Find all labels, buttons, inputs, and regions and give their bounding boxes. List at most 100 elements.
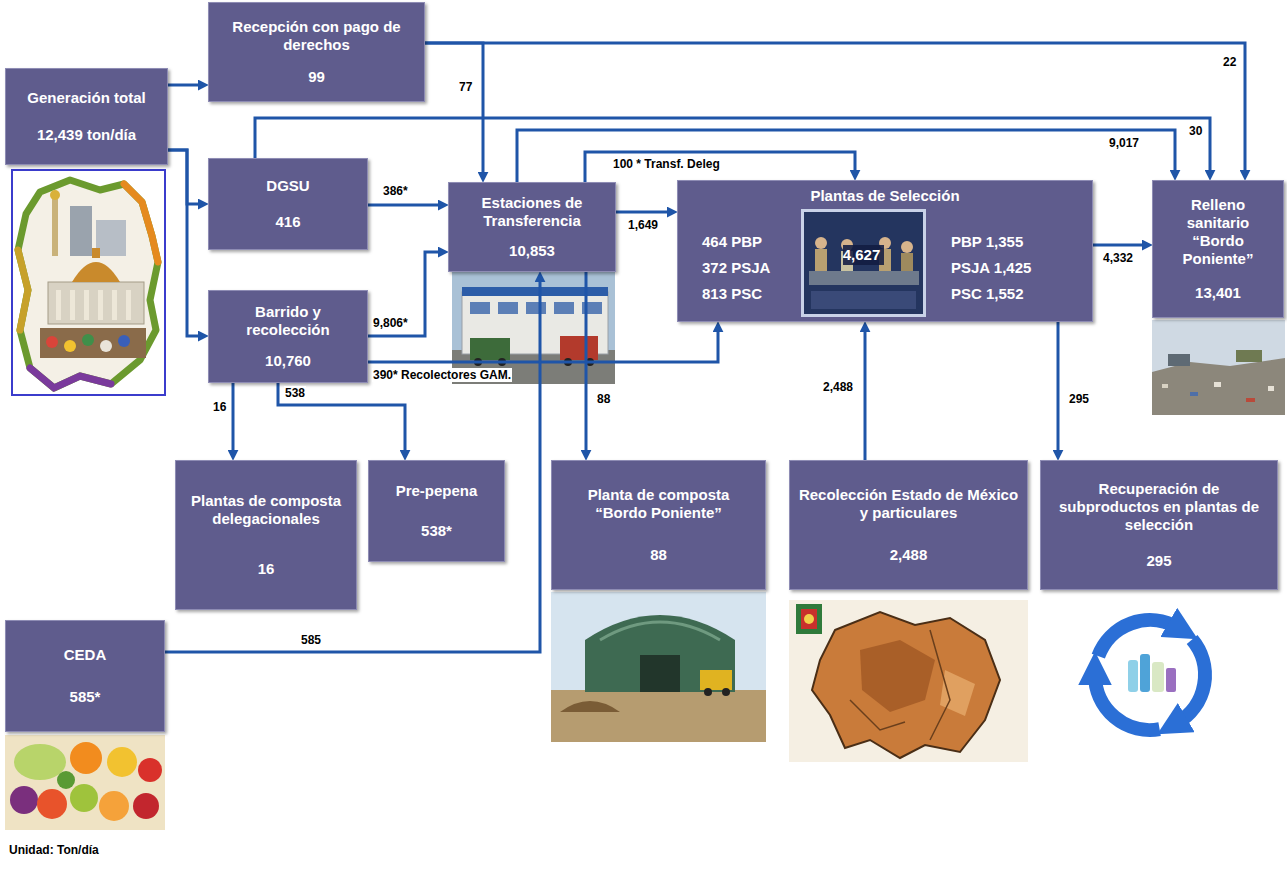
flow-label: 30: [1188, 124, 1203, 138]
flow-arrow: [232, 383, 235, 452]
city-map-illustration: [84, 290, 89, 320]
box-title: Recolección Estado de México y particula…: [798, 486, 1019, 522]
box-value: 12,439 ton/día: [37, 126, 136, 144]
box-value: 16: [258, 560, 275, 578]
box-value: 99: [308, 68, 325, 86]
flow-arrow: [255, 118, 1210, 172]
city-map-illustration: [100, 340, 112, 352]
flow-box: Planta de composta “Bordo Poniente” 88: [551, 460, 766, 590]
city-map-illustration: [92, 248, 100, 258]
landfill-photo: [1152, 320, 1285, 415]
produce-photo: [133, 793, 159, 819]
flow-box: DGSU416: [208, 158, 368, 250]
flow-label: 9,017: [1108, 136, 1140, 150]
landfill-photo: [1236, 350, 1262, 362]
flow-label: 295: [1068, 392, 1090, 406]
city-map-illustration: [112, 290, 117, 320]
compost-plant-photo: [640, 655, 680, 692]
transfer-station-photo: [554, 302, 574, 314]
box-title: Recuperación de subproductos en plantas …: [1049, 480, 1269, 534]
sorting-plant-photo: [815, 237, 827, 249]
flow-label: 9,806*: [372, 316, 409, 330]
recycling-symbol: [1140, 654, 1150, 692]
box-value: 464 PBP: [678, 233, 762, 251]
city-map-illustration: [82, 334, 94, 346]
city-map-illustration: [96, 220, 126, 256]
box-value: 4,627: [843, 245, 885, 265]
sorting-plant-photo: [803, 211, 925, 316]
flow-box: Recepción con pago de derechos 99: [208, 2, 425, 102]
sorting-plant-photo: [901, 241, 913, 253]
produce-photo: [37, 789, 67, 819]
compost-plant-photo: [551, 592, 766, 742]
transfer-station-photo: [470, 338, 510, 360]
city-map-illustration: [40, 328, 146, 358]
state-map-illustration: [930, 630, 950, 740]
state-map-illustration: [789, 600, 1028, 762]
produce-photo: [70, 742, 102, 774]
state-map-illustration: [812, 612, 1000, 758]
flow-arrow: [368, 204, 440, 207]
box-value: 88: [650, 546, 667, 564]
box-title: Relleno sanitario “Bordo Poniente”: [1161, 196, 1275, 268]
flow-box: CEDA585*: [5, 620, 165, 732]
sorting-plant-photo: [809, 271, 919, 285]
city-map-illustration: [50, 190, 60, 200]
city-map-illustration: [12, 170, 165, 395]
produce-photo: [5, 735, 165, 830]
flow-arrow: [864, 330, 867, 460]
compost-plant-photo: [560, 701, 620, 712]
box-value: PSC 1,552: [926, 285, 1024, 303]
state-map-illustration: [796, 604, 822, 634]
produce-photo: [99, 791, 129, 821]
box-title: Plantas de composta delegacionales: [184, 492, 348, 528]
box-value: 10,760: [265, 352, 311, 370]
city-map-illustration: [52, 198, 58, 256]
landfill-photo: [1168, 354, 1190, 366]
compost-plant-photo: [585, 615, 735, 692]
flow-label: 4,332: [1102, 251, 1134, 265]
city-map-illustration: [56, 290, 61, 320]
flow-box: Generación total 12,439 ton/día: [5, 68, 168, 165]
flow-box: Recolección Estado de México y particula…: [789, 460, 1028, 590]
box-value: PSJA 1,425: [926, 259, 1031, 277]
flow-label: 16: [212, 400, 227, 414]
box-title: Pre-pepena: [396, 482, 478, 500]
recycling-symbol: [1166, 668, 1176, 692]
state-map-illustration: [860, 640, 935, 712]
recycling-symbol: [1178, 640, 1205, 723]
box-value: 13,401: [1195, 284, 1241, 302]
compost-plant-photo: [722, 688, 730, 696]
flow-box: Estaciones de Transferencia10,853: [448, 182, 616, 272]
box-title: Recepción con pago de derechos: [217, 18, 416, 54]
box-title: Plantas de Selección: [810, 187, 959, 205]
box-value: 416: [275, 213, 300, 231]
flow-label: 77: [458, 80, 473, 94]
city-map-illustration: [18, 180, 158, 388]
box-value: 372 PSJA: [678, 259, 770, 277]
flow-label: 390* Recolectores GAM.: [372, 368, 512, 382]
box-value: 585*: [70, 688, 101, 706]
produce-photo: [70, 784, 98, 812]
flow-box: Relleno sanitario “Bordo Poniente” 13,401: [1152, 180, 1284, 318]
compost-plant-photo: [551, 592, 766, 742]
flow-arrow: [368, 330, 718, 362]
box-value: 538*: [421, 522, 452, 540]
box-title: Planta de composta “Bordo Poniente”: [560, 486, 757, 522]
flow-box: Plantas de composta delegacionales 16: [175, 460, 357, 610]
landfill-photo: [1152, 320, 1285, 415]
state-map-illustration: [850, 700, 905, 730]
produce-photo: [107, 747, 137, 777]
box-value: 2,488: [890, 546, 928, 564]
flow-label: 88: [596, 392, 611, 406]
box-title: Estaciones de Transferencia: [457, 194, 607, 230]
city-map-illustration: [124, 184, 158, 262]
box-title: Barrido y recolección: [217, 303, 359, 339]
city-map-illustration: [126, 290, 131, 320]
flow-arrow: [168, 84, 200, 87]
box-title: Generación total: [27, 89, 145, 107]
compost-plant-photo: [700, 670, 732, 690]
box-value: PBP 1,355: [926, 233, 1023, 251]
